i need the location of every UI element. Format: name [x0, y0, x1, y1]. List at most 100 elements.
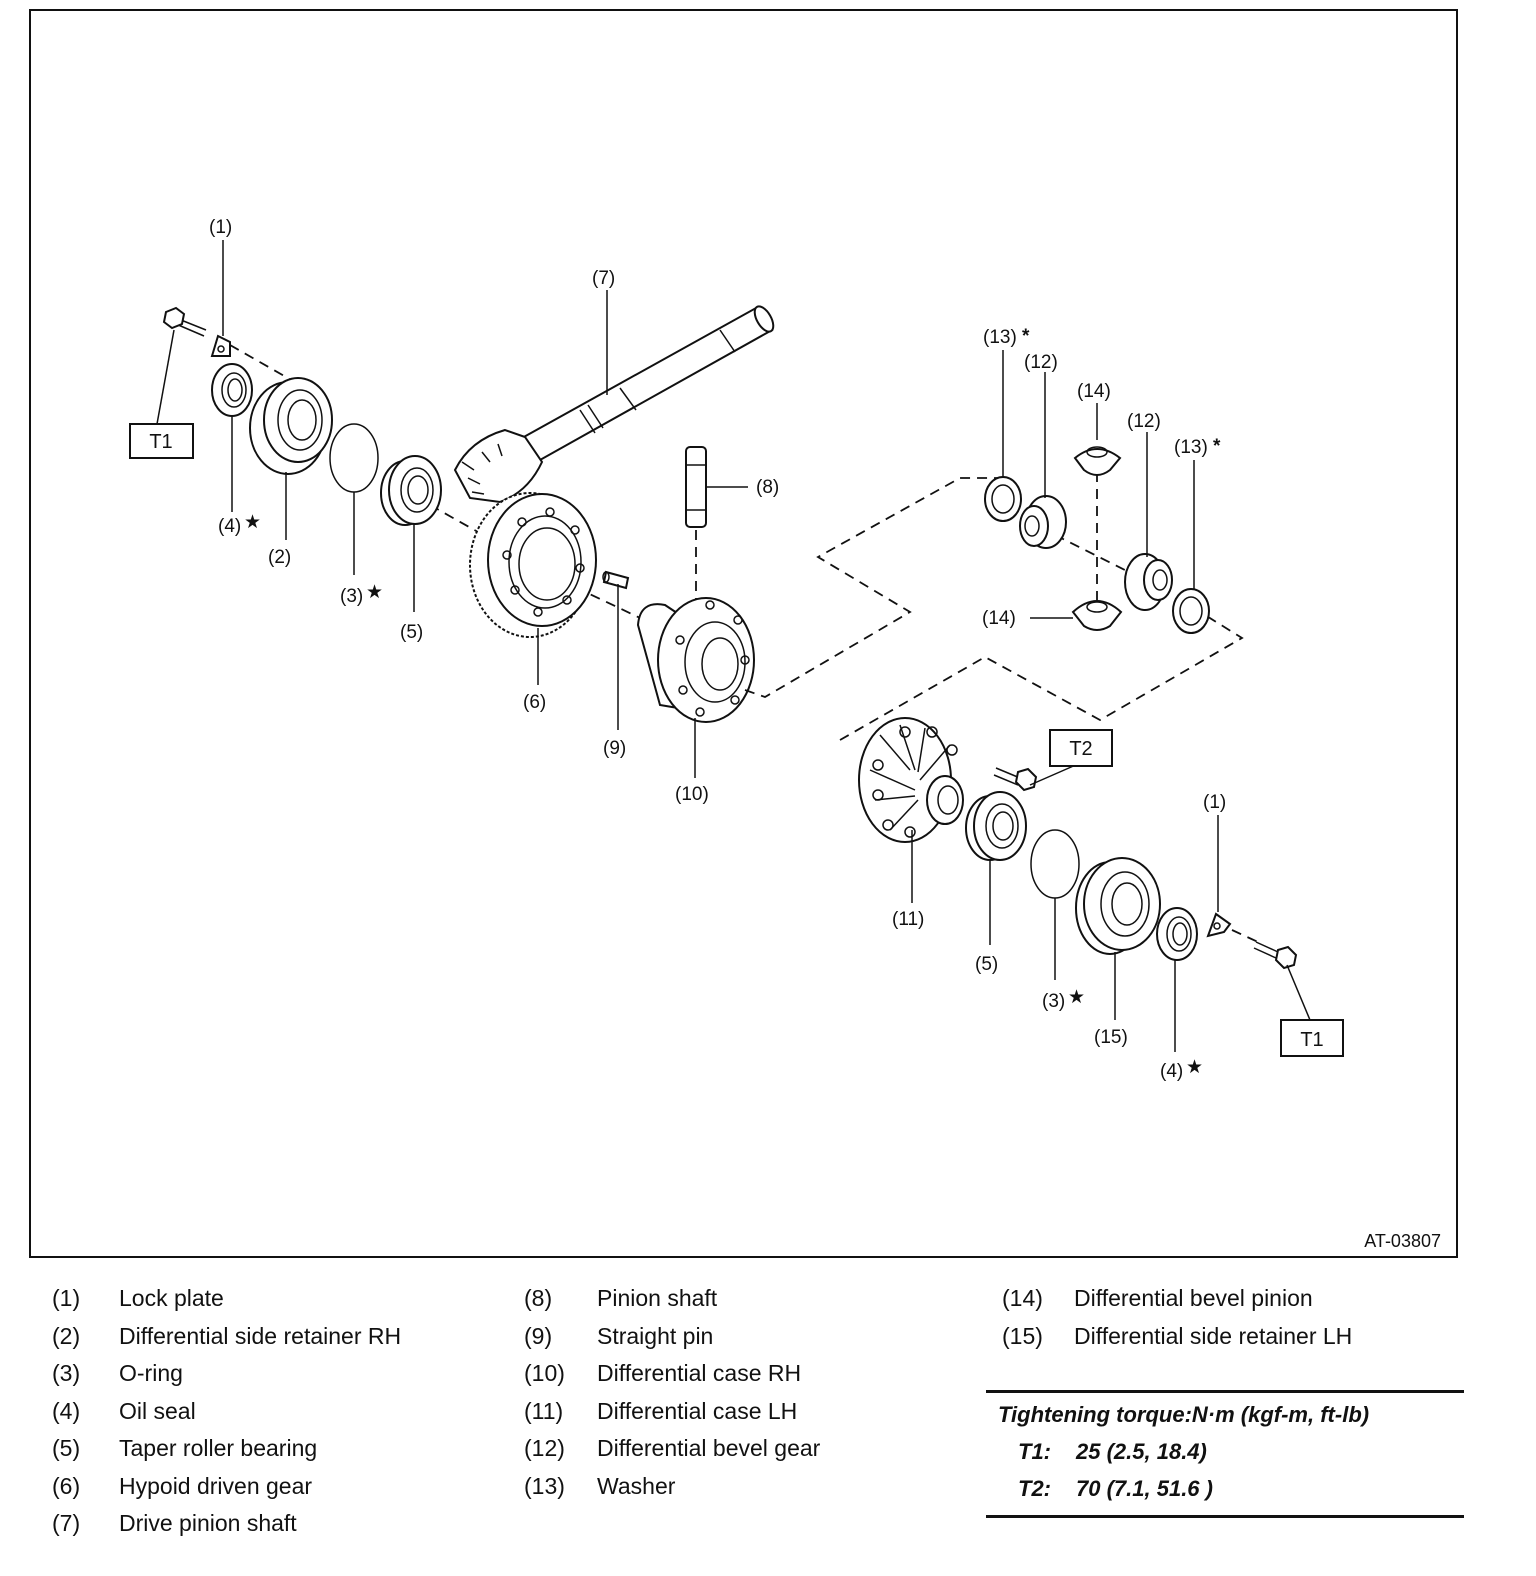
legend-item-number: (10)	[524, 1360, 565, 1386]
callout-2: (2)	[268, 547, 291, 568]
callout-10: (10)	[675, 784, 709, 805]
legend-item-label: Differential bevel pinion	[1074, 1285, 1313, 1311]
exploded-view-diagram: T1 (1) (4) ★ (2) (3) ★ (5)	[29, 9, 1458, 1258]
torque-row-t1: T1: 25 (2.5, 18.4)	[986, 1433, 1464, 1470]
diagram-frame	[29, 9, 1458, 1258]
legend-item-label: Differential side retainer LH	[1074, 1322, 1353, 1349]
star-4-left: ★	[244, 512, 261, 533]
bevel-gear-left	[1019, 495, 1067, 549]
legend-item-label: Differential bevel gear	[597, 1435, 821, 1461]
callout-11: (11)	[892, 909, 924, 930]
callout-12-right: (12)	[1127, 411, 1161, 432]
torque-row-t2: T2: 70 (7.1, 51.6 )	[986, 1470, 1464, 1507]
torque-box-t2-label: T2	[1069, 738, 1092, 760]
callout-4-right: (4)	[1160, 1061, 1183, 1082]
legend-item-label: Lock plate	[119, 1285, 224, 1311]
legend-item-number: (2)	[52, 1322, 81, 1349]
legend-item-number: (9)	[524, 1322, 553, 1349]
straight-pin	[602, 570, 630, 590]
callout-8: (8)	[756, 477, 779, 498]
legend-item-number: (5)	[52, 1435, 81, 1461]
callout-5-right: (5)	[975, 954, 998, 975]
asterisk-13-left: *	[1022, 326, 1030, 347]
legend-item-label: Hypoid driven gear	[119, 1472, 313, 1499]
callout-3-right: (3)	[1042, 991, 1065, 1012]
torque-row-key: T2:	[1018, 1476, 1051, 1501]
torque-table-bottom-rule	[986, 1515, 1464, 1518]
legend-item-label: Taper roller bearing	[119, 1435, 318, 1461]
callout-1-top: (1)	[209, 217, 232, 238]
taper-roller-bearing-right	[965, 791, 1027, 861]
bevel-pinion-bottom	[1071, 600, 1123, 631]
legend-item-number: (3)	[52, 1360, 81, 1386]
torque-box-t1-left	[129, 423, 194, 459]
taper-roller-bearing-left	[380, 455, 442, 526]
legend-item-label: Pinion shaft	[597, 1285, 718, 1311]
oil-seal-left	[211, 363, 253, 417]
bolt-t1-right	[1253, 941, 1298, 970]
star-3-right: ★	[1068, 987, 1085, 1008]
legend-item-label: Differential side retainer RH	[119, 1322, 402, 1349]
bevel-gear-right	[1124, 553, 1173, 611]
torque-box-t2	[1049, 729, 1113, 767]
figure-id: AT-03807	[1364, 1231, 1441, 1251]
legend-item-number: (6)	[52, 1472, 81, 1499]
torque-box-t1-right	[1280, 1019, 1344, 1057]
star-4-right: ★	[1186, 1057, 1203, 1078]
callout-4-left: (4)	[218, 516, 241, 537]
torque-row-key: T1:	[1018, 1439, 1051, 1464]
callout-13-right: (13)	[1174, 437, 1208, 458]
callout-13-left: (13)	[983, 327, 1017, 348]
callout-15: (15)	[1094, 1027, 1128, 1048]
callout-1-right: (1)	[1203, 792, 1226, 813]
callout-9: (9)	[603, 738, 626, 759]
callout-5-left: (5)	[400, 622, 423, 643]
legend-item-number: (14)	[1002, 1285, 1043, 1311]
legend-item-number: (8)	[524, 1285, 553, 1311]
hypoid-driven-gear	[469, 492, 597, 638]
legend-item-label: O-ring	[119, 1360, 183, 1386]
washer-right	[1172, 588, 1210, 634]
torque-row-value: 70 (7.1, 51.6 )	[1076, 1476, 1213, 1501]
star-3-left: ★	[366, 582, 383, 603]
legend-item-number: (4)	[52, 1397, 81, 1424]
legend-item-number: (12)	[524, 1435, 565, 1461]
pinion-shaft	[685, 446, 707, 528]
torque-table-top-rule	[986, 1390, 1464, 1393]
callout-12-left: (12)	[1024, 352, 1058, 373]
callout-14-top: (14)	[1077, 381, 1111, 402]
callout-6: (6)	[523, 692, 546, 713]
legend-item-number: (13)	[524, 1472, 565, 1499]
drive-pinion-shaft	[453, 305, 775, 504]
lock-plate-right	[1206, 912, 1232, 938]
legend-item-label: Differential case RH	[597, 1360, 802, 1386]
legend-item-number: (1)	[52, 1285, 81, 1311]
bolt-t2	[993, 767, 1038, 792]
callout-7: (7)	[592, 268, 615, 289]
legend-item-number: (11)	[524, 1397, 564, 1424]
bolt-t1-left	[162, 306, 207, 337]
legend-item-number: (15)	[1002, 1322, 1043, 1349]
legend-item-label: Drive pinion shaft	[119, 1510, 297, 1536]
legend-item-label: Differential case LH	[597, 1397, 798, 1424]
side-retainer-lh	[1075, 857, 1161, 955]
legend-item-label: Straight pin	[597, 1322, 714, 1349]
washer-left	[984, 476, 1022, 522]
callout-14-bottom: (14)	[982, 608, 1016, 629]
differential-case-lh	[858, 717, 964, 843]
legend-item-label: Washer	[597, 1472, 676, 1499]
legend-item-number: (7)	[52, 1510, 81, 1536]
o-ring-left	[329, 423, 379, 493]
oil-seal-right	[1156, 907, 1198, 961]
callout-3-left: (3)	[340, 586, 363, 607]
differential-case-rh	[636, 597, 755, 723]
asterisk-13-right: *	[1213, 436, 1221, 457]
legend-item-label: Oil seal	[119, 1397, 196, 1424]
o-ring-right	[1030, 829, 1080, 899]
side-retainer-rh	[249, 377, 333, 475]
torque-row-value: 25 (2.5, 18.4)	[1076, 1439, 1207, 1464]
bevel-pinion-top	[1073, 446, 1122, 476]
torque-table-title: Tightening torque:N·m (kgf-m, ft-lb)	[998, 1402, 1370, 1427]
torque-box-t1-left-label: T1	[149, 431, 172, 453]
torque-box-t1-right-label: T1	[1300, 1029, 1323, 1051]
